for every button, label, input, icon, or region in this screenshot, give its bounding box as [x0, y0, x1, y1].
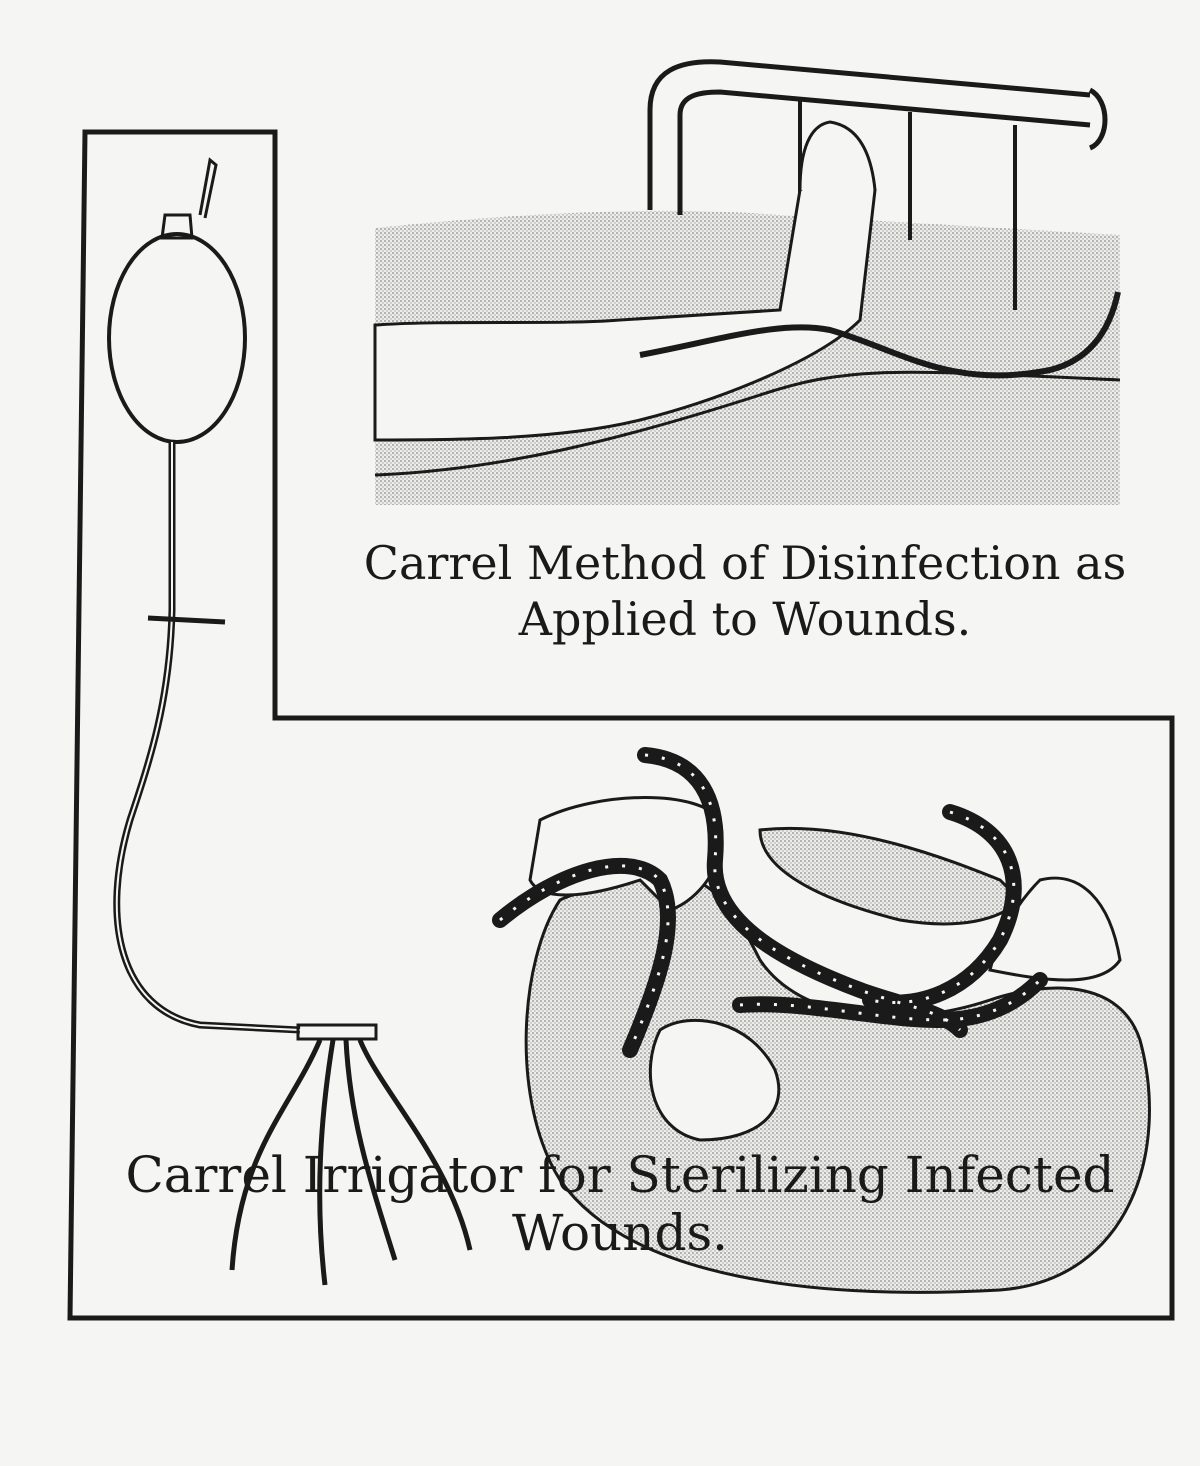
top-caption-line1: Carrel Method of Disinfection as — [363, 536, 1127, 590]
wound-with-tubes — [492, 747, 1151, 1294]
top-caption-line2: Applied to Wounds. — [518, 592, 972, 646]
bottom-caption-line2: Wounds. — [511, 1204, 729, 1262]
top-caption: Carrel Method of Disinfection as Applied… — [320, 540, 1170, 652]
l-shaped-frame — [67, 129, 1175, 1321]
bottom-caption: Carrel Irrigator for Sterilizing Infecte… — [100, 1150, 1140, 1266]
bottom-caption-line1: Carrel Irrigator for Sterilizing Infecte… — [125, 1146, 1115, 1204]
irrigator-apparatus — [107, 157, 473, 1286]
bed-scene — [373, 59, 1121, 506]
